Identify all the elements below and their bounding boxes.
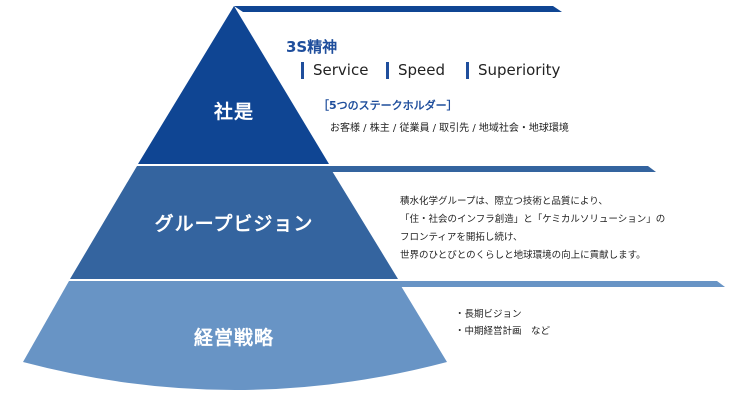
strategy-list: ・長期ビジョン ・中期経営計画 など (455, 306, 550, 340)
value-service: Service (301, 62, 368, 79)
bottom-tier-base (23, 281, 447, 390)
three-s-heading: 3S精神 (286, 38, 338, 56)
vision-statement: 積水化学グループは、際立つ技術と品質により、 「住・社会のインフラ創造」と「ケミ… (400, 193, 665, 265)
value-speed: Speed (386, 62, 445, 79)
tier-label-group-vision: グループビジョン (154, 213, 314, 235)
vision-line: 「住・社会のインフラ創造」と「ケミカルソリューション」の (400, 214, 666, 225)
stakeholders-list: お客様 / 株主 / 従業員 / 取引先 / 地域社会・地球環境 (330, 123, 569, 134)
middle-tier-trapezoid (70, 166, 398, 279)
tier-label-strategy: 経営戦略 (193, 327, 274, 349)
vision-line: 積水化学グループは、際立つ技術と品質により、 (400, 196, 608, 207)
strategy-item: ・中期経営計画 など (455, 326, 551, 337)
top-tier-bar (234, 6, 562, 12)
vision-line: フロンティアを開拓し続け、 (400, 232, 523, 243)
top-tier-triangle (138, 6, 329, 164)
tier-label-shaze: 社是 (213, 101, 254, 123)
vision-line: 世界のひとびとのくらしと地球環境の向上に貢献します。 (400, 250, 646, 261)
value-superiority: Superiority (466, 62, 560, 79)
strategy-item: ・長期ビジョン (455, 309, 522, 320)
stakeholders-title: ［5つのステークホルダー］ (318, 99, 458, 112)
